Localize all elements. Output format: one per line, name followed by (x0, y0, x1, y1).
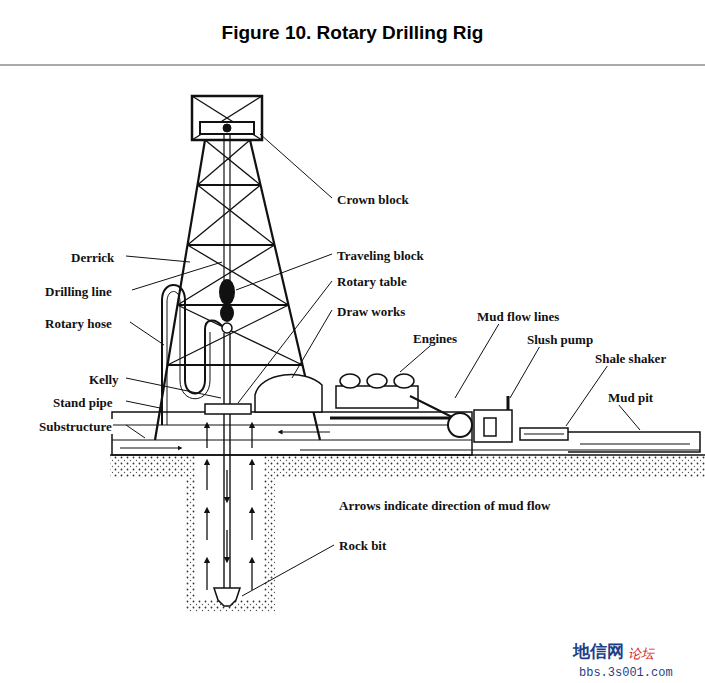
part-label: Engines (412, 331, 458, 346)
mud-flow-arrows (207, 425, 252, 590)
swivel (222, 323, 232, 333)
label-anchor: bbs.3s001.com (578, 662, 674, 680)
leader-lines (126, 134, 640, 596)
traveling-block (219, 279, 235, 305)
label-anchor: Derrick (70, 248, 115, 266)
label-anchor: Stand pipe (52, 393, 114, 411)
engines (336, 374, 418, 408)
label-anchor: Mud flow lines (476, 307, 560, 325)
draw-works (255, 375, 322, 412)
drilling-line (224, 134, 230, 285)
rotary-table (205, 404, 251, 414)
label-anchor: 论坛 (627, 644, 655, 663)
label-anchor: Mud pit (607, 388, 654, 406)
label-anchor: Kelly (88, 370, 120, 388)
hook (220, 304, 234, 322)
label-anchor: Crown block (336, 190, 410, 208)
note-text: Arrows indicate direction of mud flow (338, 498, 551, 513)
part-label: Drilling line (44, 284, 113, 299)
label-anchor: Rotary hose (44, 314, 113, 332)
substructure (112, 412, 472, 455)
part-label: Derrick (70, 250, 115, 265)
watermark: 地信网 (572, 641, 625, 661)
part-label: Rotary hose (44, 316, 113, 331)
part-label: Substructure (38, 419, 113, 434)
part-label: Stand pipe (52, 395, 114, 410)
part-label: Shale shaker (594, 351, 667, 366)
label-anchor: Draw works (336, 302, 406, 320)
title-anchor: Figure 10. Rotary Drilling Rig (0, 22, 705, 44)
label-anchor: Shale shaker (594, 349, 667, 367)
earth (110, 455, 705, 612)
drill-pipe (224, 333, 230, 588)
part-label: Draw works (336, 304, 406, 319)
part-label: Traveling block (336, 248, 425, 263)
label-anchor: 地信网 (572, 640, 625, 663)
slush-pump (474, 396, 512, 442)
label-anchor: Arrows indicate direction of mud flow (338, 496, 551, 514)
part-label: Mud pit (607, 390, 654, 405)
label-anchor: Substructure (38, 417, 113, 435)
label-anchor: Drilling line (44, 282, 113, 300)
part-label: Crown block (336, 192, 410, 207)
figure-title: Figure 10. Rotary Drilling Rig (221, 22, 485, 43)
label-anchor: Rock bit (338, 536, 387, 554)
part-label: Mud flow lines (476, 309, 560, 324)
label-anchor: Engines (412, 329, 458, 347)
crown-block (192, 96, 262, 140)
label-anchor: Rotary table (336, 272, 408, 290)
title-rule (0, 65, 705, 66)
part-label: Slush pump (526, 332, 594, 347)
part-label: Rotary table (336, 274, 408, 289)
label-anchor: Slush pump (526, 330, 594, 348)
mud-pit (568, 432, 700, 452)
part-label: Rock bit (338, 538, 387, 553)
pump-wheel (448, 413, 472, 437)
part-label: Kelly (88, 372, 120, 387)
watermark: bbs.3s001.com (578, 666, 674, 680)
rotary-hose-inner (167, 292, 210, 426)
watermark: 论坛 (627, 646, 655, 661)
label-anchor: Traveling block (336, 246, 425, 264)
rock-bit (214, 588, 240, 606)
shale-shaker (520, 428, 568, 440)
